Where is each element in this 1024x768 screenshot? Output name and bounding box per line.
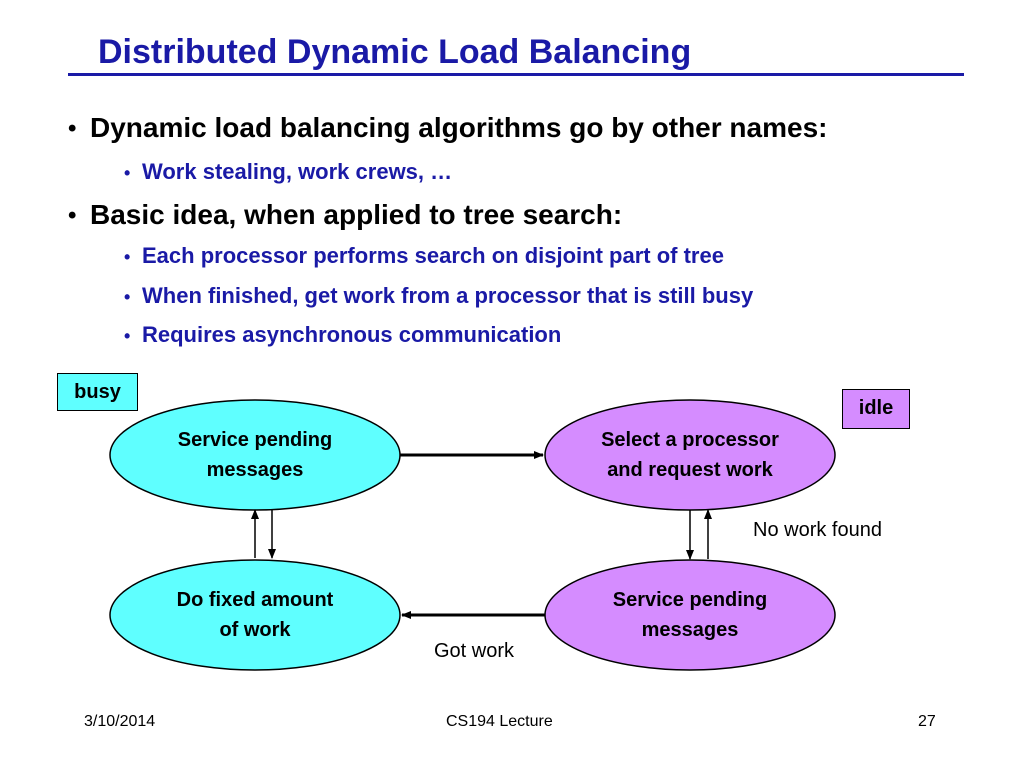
node-label-line: of work [219, 619, 291, 641]
sub-bullet-item: • Requires asynchronous communication [124, 321, 562, 349]
node-label-line: Select a processor [601, 429, 779, 451]
bullet-text: Dynamic load balancing algorithms go by … [90, 112, 828, 143]
bullet-text: Basic idea, when applied to tree search: [90, 199, 623, 230]
node-idle-service-label: Service pending messages [565, 585, 815, 645]
node-label-line: Service pending [177, 429, 333, 451]
bullet-dot: • [124, 326, 131, 346]
bullet-item: • Basic idea, when applied to tree searc… [68, 198, 623, 232]
node-busy-service-label: Service pending messages [130, 425, 380, 485]
node-busy-work-label: Do fixed amount of work [130, 585, 380, 645]
node-label-line: Do fixed amount [176, 589, 334, 611]
node-label-line: Service pending [612, 589, 768, 611]
node-idle-select-label: Select a processor and request work [565, 425, 815, 485]
footer-course: CS194 Lecture [446, 713, 553, 730]
sub-bullet-item: • Work stealing, work crews, … [124, 158, 453, 186]
footer-page-number: 27 [918, 713, 936, 730]
footer-date: 3/10/2014 [84, 713, 156, 730]
bullet-text: When finished, get work from a processor… [142, 283, 754, 308]
title-underline [68, 73, 964, 76]
bullet-dot: • [124, 163, 131, 183]
bullet-item: • Dynamic load balancing algorithms go b… [68, 111, 828, 145]
node-label-line: messages [641, 619, 739, 641]
bullet-dot: • [124, 247, 131, 267]
node-label-line: messages [206, 459, 304, 481]
edge-label-no-work-found: No work found [753, 519, 882, 541]
bullet-dot: • [68, 202, 77, 229]
bullet-text: Work stealing, work crews, … [142, 159, 453, 184]
bullet-text: Requires asynchronous communication [142, 322, 562, 347]
sub-bullet-item: • Each processor performs search on disj… [124, 242, 724, 270]
edge-label-got-work: Got work [434, 640, 515, 662]
bullet-dot: • [124, 287, 131, 307]
slide-title: Distributed Dynamic Load Balancing [98, 33, 692, 71]
sub-bullet-item: • When finished, get work from a process… [124, 282, 754, 310]
bullet-text: Each processor performs search on disjoi… [142, 243, 724, 268]
node-busy-work-shape [109, 559, 401, 671]
bullet-dot: • [68, 115, 77, 142]
busy-label-box: busy [57, 373, 138, 411]
node-label-line: and request work [607, 459, 773, 481]
idle-label-box: idle [842, 389, 910, 429]
